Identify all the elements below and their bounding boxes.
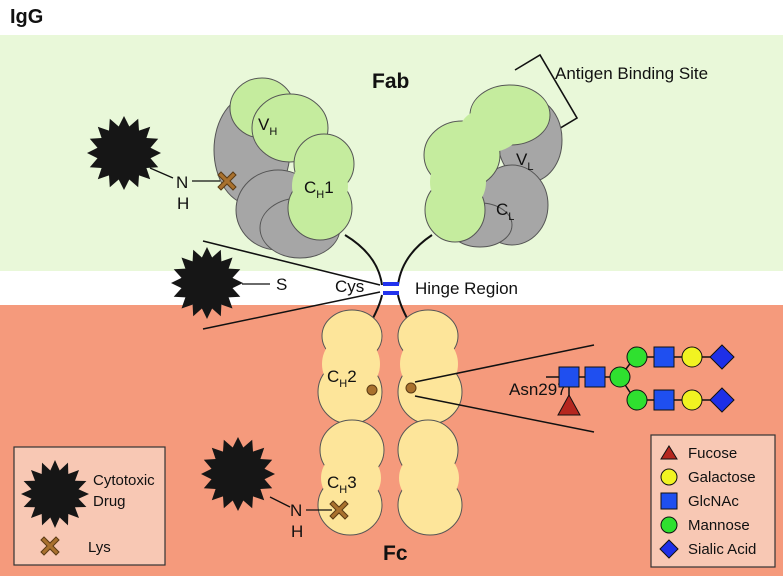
legend-mannose-icon <box>660 516 678 534</box>
legend-galactose: Galactose <box>688 469 756 486</box>
legend-fucose-icon <box>660 445 678 460</box>
hinge-right-upper <box>397 234 433 286</box>
cys-wedge-top <box>202 240 381 286</box>
asn297-label: Asn297 <box>509 380 567 399</box>
n-label-top: N <box>176 173 188 192</box>
ch1-domain: CH1 <box>287 133 355 241</box>
h-label-bottom: H <box>291 522 303 541</box>
glycan-glcnac-upper <box>653 346 675 368</box>
glycan-fucose <box>557 393 581 416</box>
legend-drug-icon <box>21 460 89 528</box>
legend-fucose: Fucose <box>688 445 737 462</box>
asn297-wedge-top <box>414 344 595 383</box>
disulfide-bond <box>383 282 399 295</box>
vl-main: V <box>516 150 528 169</box>
svg-text:CL: CL <box>496 200 514 223</box>
glycan-mannose-upper <box>626 346 648 368</box>
h-label-top: H <box>177 194 189 213</box>
glycosylation-site-left <box>366 384 378 396</box>
hinge-region-label: Hinge Region <box>415 279 518 298</box>
antigen-binding-bracket <box>514 53 579 134</box>
glycan-sialic-lower <box>709 387 735 413</box>
ch1-tail: 1 <box>324 178 333 197</box>
legend-sialic-icon <box>659 539 679 559</box>
left-fab-arm: VH CH1 <box>213 77 355 259</box>
ch3-main: C <box>327 473 339 492</box>
cytotoxic-drug-bottom <box>201 437 275 511</box>
fc-label: Fc <box>383 542 408 565</box>
glycan-mannose-lower <box>626 389 648 411</box>
legend-galactose-icon <box>660 468 678 486</box>
ch3-domain-left: CH3 <box>317 419 385 536</box>
right-fab-arm: VL CL <box>423 84 563 248</box>
igg-title: IgG <box>10 6 43 28</box>
vl-sub: L <box>527 161 533 173</box>
hinge-left-upper <box>344 234 383 286</box>
ch2-tail: 2 <box>347 367 356 386</box>
glycosylation-site-right <box>405 382 417 394</box>
ch2-domain-left: CH2 <box>317 309 383 425</box>
ch2-main: C <box>327 367 339 386</box>
glycan-mannose-core <box>609 366 631 388</box>
drug-linker-bottom <box>269 496 291 508</box>
cys-label: Cys <box>335 277 364 296</box>
svg-text:VH: VH <box>258 115 277 138</box>
glycan-chain <box>546 344 735 416</box>
legend-right: Fucose Galactose GlcNAc Mannose Sialic A… <box>650 434 776 568</box>
cl-main: C <box>496 200 508 219</box>
legend-mannose: Mannose <box>688 517 750 534</box>
ch1-sub: H <box>316 189 324 201</box>
cytotoxic-drug-top <box>87 116 161 190</box>
ch3-domain-right <box>397 419 463 536</box>
legend-glcnac-icon <box>660 492 678 510</box>
legend-lys-label: Lys <box>88 539 111 556</box>
vh-sub: H <box>269 126 277 138</box>
ch2-sub: H <box>339 378 347 390</box>
svg-text:CH2: CH2 <box>327 367 357 390</box>
ch3-sub: H <box>339 484 347 496</box>
fab-label: Fab <box>372 70 409 93</box>
legend-left: Cytotoxic Drug Lys <box>13 446 166 566</box>
glycan-galactose-upper <box>681 346 703 368</box>
svg-text:VL: VL <box>516 150 533 173</box>
ch3-tail: 3 <box>347 473 356 492</box>
cl-sub: L <box>508 211 514 223</box>
legend-drug-line1: Cytotoxic <box>93 472 155 489</box>
glycan-glcnac-lower <box>653 389 675 411</box>
ch1-main: C <box>304 178 316 197</box>
n-label-bottom: N <box>290 501 302 520</box>
legend-glcnac: GlcNAc <box>688 493 739 510</box>
glycan-sialic-upper <box>709 344 735 370</box>
glycan-glcnac-2 <box>584 366 606 388</box>
legend-drug-line2: Drug <box>93 493 126 510</box>
vh-main: V <box>258 115 270 134</box>
legend-sialic: Sialic Acid <box>688 541 756 558</box>
vl-cl-green-domain <box>423 84 551 243</box>
ch2-domain-right <box>397 309 463 425</box>
glycan-galactose-lower <box>681 389 703 411</box>
antigen-binding-site-label: Antigen Binding Site <box>555 64 708 83</box>
cytotoxic-drug-middle <box>171 247 243 319</box>
s-label: S <box>276 275 287 294</box>
svg-text:CH1: CH1 <box>304 178 334 201</box>
svg-text:CH3: CH3 <box>327 473 357 496</box>
asn297-wedge-bottom <box>414 395 595 433</box>
drug-linker-top <box>149 167 174 179</box>
glycan-glcnac-1 <box>558 366 580 388</box>
cys-wedge-bottom <box>202 291 381 330</box>
